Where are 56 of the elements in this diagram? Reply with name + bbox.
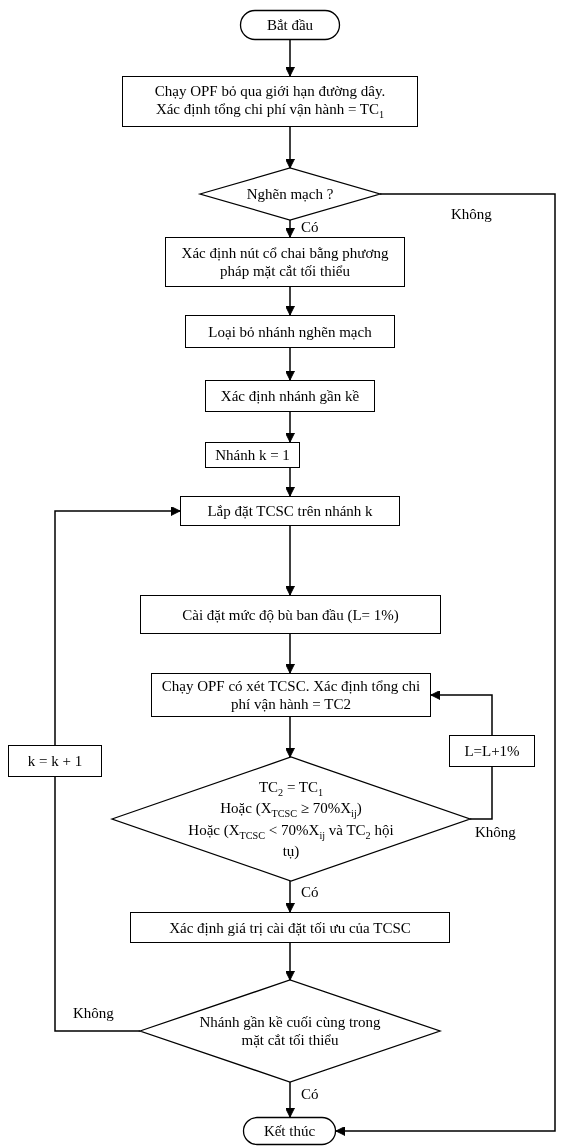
arrow bbox=[285, 880, 295, 913]
process-box bbox=[165, 237, 405, 287]
node-text: Cài đặt mức độ bù ban đầu (L= 1%) bbox=[182, 605, 399, 624]
process-box bbox=[140, 595, 441, 634]
arrow bbox=[285, 286, 295, 316]
arrow bbox=[285, 219, 295, 238]
node-text: Loại bỏ nhánh nghẽn mạch bbox=[208, 322, 372, 341]
process-box bbox=[180, 496, 400, 526]
arrow bbox=[285, 39, 295, 77]
node-text: Chạy OPF bỏ qua giới hạn đường dây. bbox=[154, 81, 386, 100]
connector-line bbox=[469, 766, 493, 820]
node-text: Xác định nhánh gần kề bbox=[220, 387, 360, 405]
node-text: Hoặc (X$_{TCSC}$ ≥ 70%X$_{ij}$) bbox=[220, 799, 362, 821]
terminal-shape bbox=[243, 1117, 336, 1145]
process-box bbox=[130, 912, 450, 943]
arrow bbox=[285, 525, 295, 596]
decision-diamond bbox=[200, 168, 380, 220]
arrow bbox=[285, 1081, 295, 1118]
arrow bbox=[285, 942, 295, 981]
process-box bbox=[8, 745, 102, 777]
node-text: L=L+1% bbox=[464, 742, 520, 760]
arrow bbox=[285, 126, 295, 169]
decision-diamond bbox=[140, 980, 440, 1082]
arrow bbox=[285, 633, 295, 674]
arrow bbox=[285, 716, 295, 758]
node-text: TC$_{2}$ = TC$_{1}$ bbox=[258, 778, 324, 800]
process-box bbox=[185, 315, 395, 348]
arrow bbox=[430, 690, 493, 736]
node-text: Nhánh k = 1 bbox=[215, 446, 290, 464]
node-text: Xác định tổng chi phí vận hành = TC$_{1}$ bbox=[155, 99, 385, 122]
node-text: Xác định giá trị cài đặt tối ưu của TCSC bbox=[169, 918, 411, 937]
process-box bbox=[205, 442, 300, 468]
node-text: Bắt đầu bbox=[266, 16, 314, 34]
node-text: Kết thúc bbox=[263, 1122, 316, 1140]
arrow bbox=[335, 193, 556, 1136]
node-text: Xác định nút cổ chai bằng phương pháp mặt cắt tối thiểu bbox=[180, 244, 390, 280]
node-text: Hoặc (X$_{TCSC}$ < 70%X$_{ij}$ và TC$_{2}$ hội tụ) bbox=[187, 820, 395, 860]
arrow bbox=[285, 347, 295, 381]
node-text: Lắp đặt TCSC trên nhánh k bbox=[207, 502, 373, 520]
node-text: Nhánh gần kề cuối cùng trong mặt cắt tối thiểu bbox=[198, 1013, 382, 1049]
arrow bbox=[54, 506, 181, 746]
connector-line bbox=[54, 776, 141, 1032]
node-text: Nghẽn mạch ? bbox=[246, 185, 334, 203]
arrow bbox=[285, 411, 295, 443]
process-box bbox=[151, 673, 431, 717]
node-text: k = k + 1 bbox=[27, 752, 83, 770]
process-box bbox=[449, 735, 535, 767]
edge-label: Không bbox=[474, 824, 517, 841]
edge-label: Không bbox=[72, 1005, 115, 1022]
edge-label: Không bbox=[450, 206, 493, 223]
node-text: Chạy OPF có xét TCSC. Xác định tổng chi phí vận hành = TC2 bbox=[160, 677, 422, 713]
process-box bbox=[122, 76, 418, 127]
terminal-shape bbox=[240, 10, 340, 40]
process-box bbox=[205, 380, 375, 412]
decision-diamond bbox=[112, 757, 470, 881]
arrow bbox=[285, 467, 295, 497]
